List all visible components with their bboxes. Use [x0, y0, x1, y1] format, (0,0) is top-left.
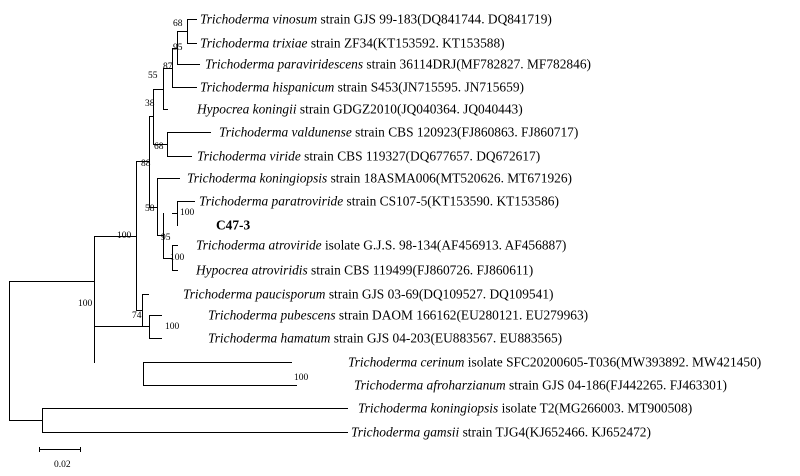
scale-bar-label: 0.02 [54, 460, 71, 470]
taxon-binomial: Trichoderma paratroviride [199, 194, 343, 209]
taxon-label: Trichoderma valdunense strain CBS 120923… [219, 125, 578, 140]
bootstrap-value: 68 [173, 19, 183, 29]
taxon-label: Trichoderma paraviridescens strain 36114… [205, 57, 591, 72]
taxon-label: Trichoderma koningiopsis strain 18ASMA00… [187, 171, 572, 186]
taxon-strain-accessions: strain CBS 119327(DQ677657. DQ672617) [301, 149, 540, 164]
taxon-binomial: Trichoderma paucisporum [183, 287, 326, 302]
taxon-strain-accessions: strain CS107-5(KT153590. KT153586) [343, 194, 559, 209]
taxon-binomial: Trichoderma valdunense [219, 125, 352, 140]
taxon-strain-accessions: strain 36114DRJ(MF782827. MF782846) [363, 57, 591, 72]
taxon-strain-accessions: strain CBS 119499(FJ860726. FJ860611) [308, 263, 534, 278]
taxon-label: Trichoderma trixiae strain ZF34(KT153592… [200, 36, 505, 51]
bootstrap-value: 55 [148, 71, 158, 81]
taxon-strain-accessions: isolate SFC20200605-T036(MW393892. MW421… [464, 355, 761, 370]
bootstrap-value: 95 [173, 43, 183, 53]
bootstrap-value: 100 [117, 231, 132, 241]
taxon-strain-accessions: strain S453(JN715595. JN715659) [334, 80, 524, 95]
taxon-label-query: C47-3 [216, 218, 251, 233]
bootstrap-value: 88 [141, 159, 151, 169]
taxon-label: Trichoderma koningiopsis isolate T2(MG26… [358, 401, 692, 416]
bootstrap-value: 68 [154, 142, 164, 152]
taxon-strain-accessions: strain ZF34(KT153592. KT153588) [308, 36, 505, 51]
taxon-strain-accessions: strain GJS 04-203(EU883567. EU883565) [330, 331, 562, 346]
taxon-binomial: Trichoderma hispanicum [200, 80, 335, 95]
taxon-binomial: Trichoderma koningiopsis [187, 171, 327, 186]
taxon-label: Trichoderma hispanicum strain S453(JN715… [200, 80, 524, 95]
taxon-strain-accessions: strain GDGZ2010(JQ040364. JQ040443) [297, 102, 523, 117]
taxon-binomial: Trichoderma vinosum [200, 12, 317, 27]
taxon-strain-accessions: strain GJS 99-183(DQ841744. DQ841719) [317, 12, 552, 27]
taxon-label: Trichoderma vinosum strain GJS 99-183(DQ… [200, 12, 552, 27]
taxon-label: Trichoderma pubescens strain DAOM 166162… [208, 308, 588, 323]
taxon-binomial: Trichoderma cerinum [348, 355, 465, 370]
taxon-strain-accessions: strain GJS 03-69(DQ109527. DQ109541) [325, 287, 553, 302]
taxon-strain-accessions: isolate T2(MG266003. MT900508) [498, 401, 692, 416]
taxon-binomial: Trichoderma paraviridescens [205, 57, 363, 72]
taxon-label: Trichoderma atroviride isolate G.J.S. 98… [196, 238, 566, 253]
taxon-label: Trichoderma viride strain CBS 119327(DQ6… [197, 149, 540, 164]
bootstrap-value: 38 [145, 99, 155, 109]
taxon-strain-accessions: strain CBS 120923(FJ860863. FJ860717) [352, 125, 579, 140]
taxon-binomial: Trichoderma pubescens [208, 308, 336, 323]
taxon-binomial: Trichoderma hamatum [208, 331, 331, 346]
taxon-label: Hypocrea koningii strain GDGZ2010(JQ0403… [196, 102, 523, 117]
bootstrap-value: 100 [165, 322, 180, 332]
bootstrap-value: 58 [145, 204, 155, 214]
taxon-label: Trichoderma paratroviride strain CS107-5… [199, 194, 559, 209]
bootstrap-value: 100 [78, 299, 93, 309]
taxon-strain-accessions: strain DAOM 166162(EU280121. EU279963) [336, 308, 589, 323]
bootstrap-value: 100 [294, 373, 309, 383]
taxon-binomial: Trichoderma koningiopsis [358, 401, 498, 416]
taxon-binomial: Trichoderma trixiae [200, 36, 308, 51]
scale-bar: 0.02 [39, 447, 81, 470]
taxon-label: Hypocrea atroviridis strain CBS 119499(F… [195, 263, 533, 278]
taxon-label: Trichoderma afroharzianum strain GJS 04-… [354, 378, 727, 393]
bootstrap-value: 87 [163, 62, 173, 72]
taxon-label: Trichoderma cerinum isolate SFC20200605-… [348, 355, 761, 370]
taxon-label: Trichoderma hamatum strain GJS 04-203(EU… [208, 331, 562, 346]
bootstrap-value: 74 [132, 311, 142, 321]
bootstrap-value: 100 [180, 208, 195, 218]
tree-branches [9, 19, 348, 433]
taxon-binomial: Hypocrea koningii [196, 102, 297, 117]
taxon-strain-accessions: strain 18ASMA006(MT520626. MT671926) [327, 171, 572, 186]
bootstrap-value: 100 [170, 253, 185, 263]
taxon-binomial: Trichoderma gamsii [351, 425, 460, 440]
taxon-binomial: Trichoderma viride [197, 149, 301, 164]
taxon-label: Trichoderma paucisporum strain GJS 03-69… [183, 287, 553, 302]
taxon-binomial: Trichoderma afroharzianum [354, 378, 506, 393]
taxon-labels: Trichoderma vinosum strain GJS 99-183(DQ… [183, 12, 761, 440]
taxon-strain-accessions: isolate G.J.S. 98-134(AF456913. AF456887… [322, 238, 567, 253]
taxon-binomial: Trichoderma atroviride [196, 238, 322, 253]
bootstrap-value: 95 [161, 233, 171, 243]
taxon-label: Trichoderma gamsii strain TJG4(KJ652466.… [351, 425, 651, 440]
taxon-strain-accessions: strain TJG4(KJ652466. KJ652472) [459, 425, 651, 440]
taxon-strain-accessions: strain GJS 04-186(FJ442265. FJ463301) [506, 378, 727, 393]
taxon-binomial: Hypocrea atroviridis [195, 263, 308, 278]
